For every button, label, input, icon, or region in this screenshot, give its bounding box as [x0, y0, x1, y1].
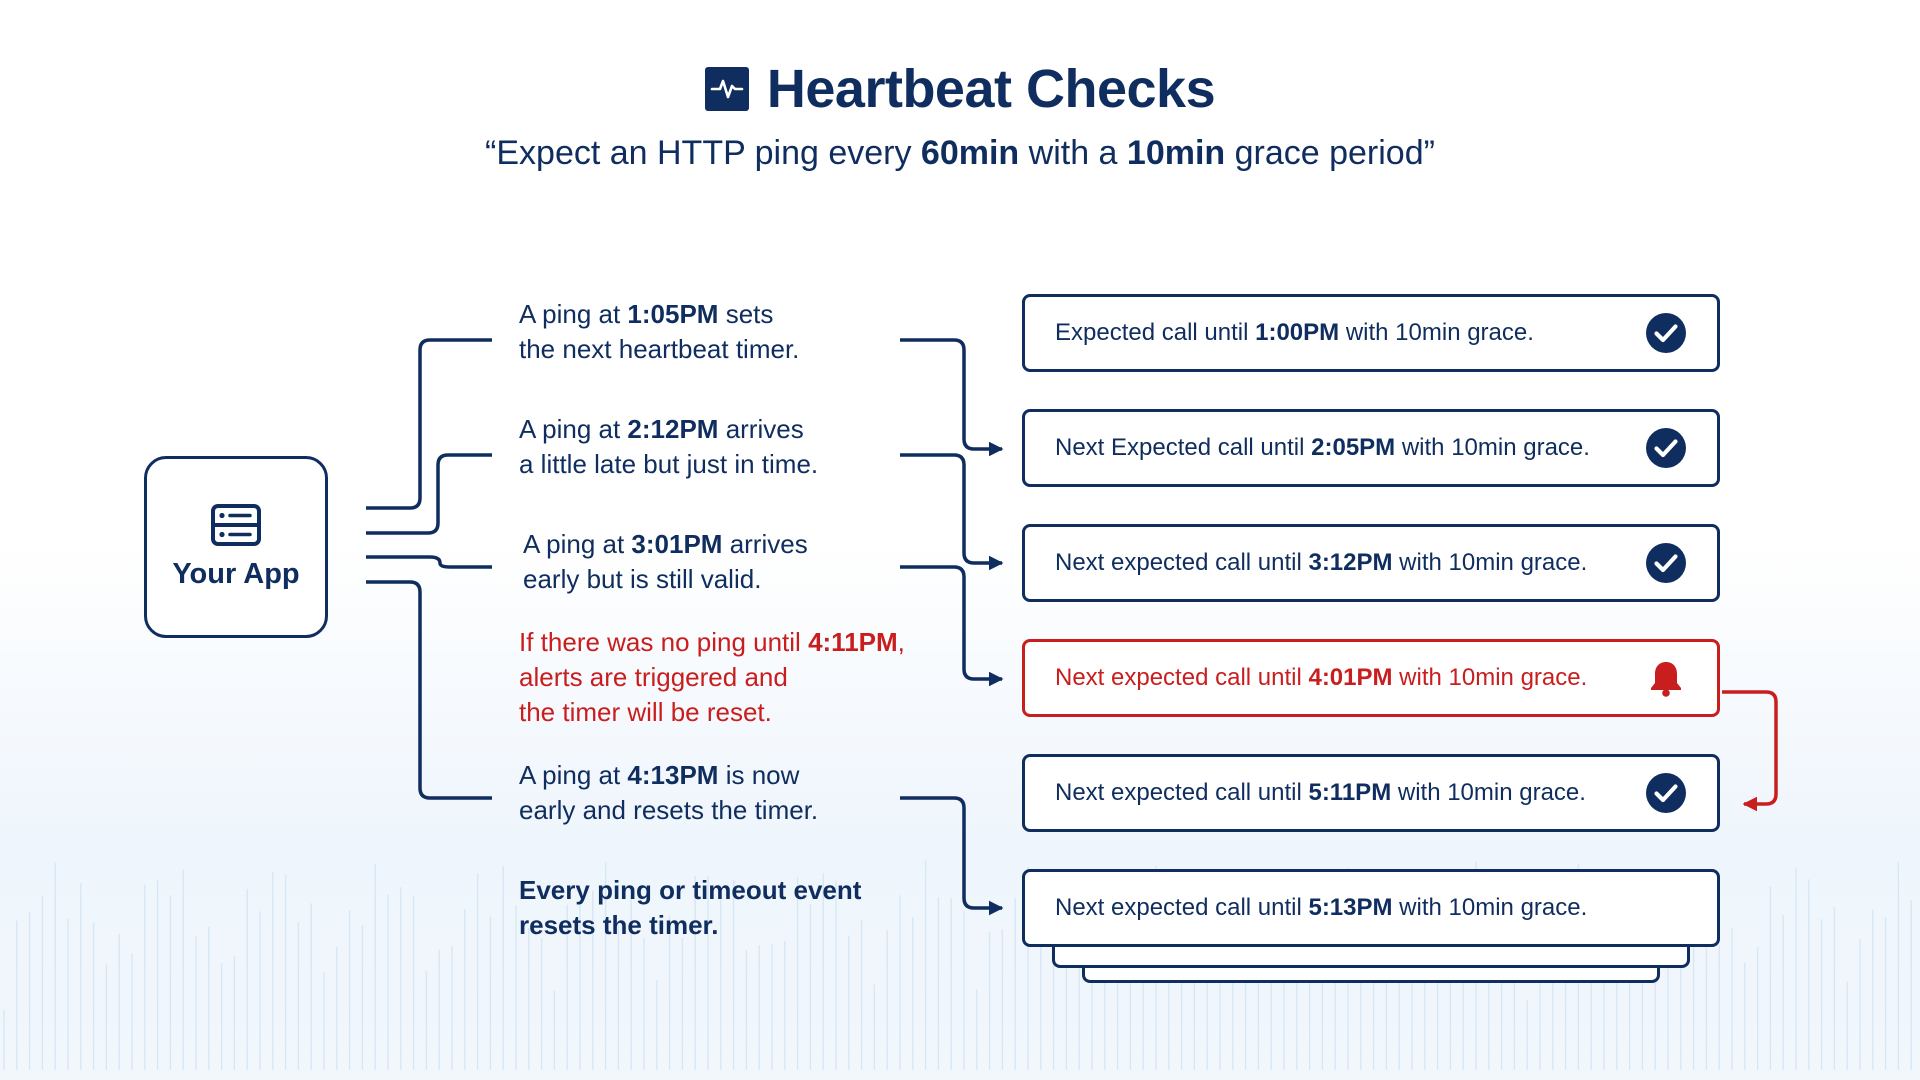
branch-line-1 — [366, 338, 492, 510]
summary-note: Every ping or timeout event resets the t… — [519, 875, 862, 940]
bell-icon — [1645, 657, 1687, 699]
timer-card-3: Next expected call until 3:12PM with 10m… — [1022, 524, 1720, 602]
check-circle-icon — [1645, 427, 1687, 469]
note-ping-3: A ping at 3:01PM arrives early but is st… — [523, 529, 808, 594]
arrow-3 — [900, 565, 1004, 687]
arrow-4 — [900, 796, 1004, 916]
note-ping-2: A ping at 2:12PM arrives a little late b… — [519, 414, 819, 479]
check-circle-icon — [1645, 312, 1687, 354]
arrow-2 — [900, 453, 1004, 571]
app-label: Your App — [172, 558, 300, 590]
check-circle-icon — [1645, 542, 1687, 584]
subtitle: “Expect an HTTP ping every 60min with a … — [485, 134, 1435, 172]
branch-line-4 — [366, 580, 492, 800]
alert-reset-arrow — [1722, 690, 1778, 812]
note-ping-4: A ping at 4:13PM is now early and resets… — [519, 760, 819, 825]
note-ping-1: A ping at 1:05PM sets the next heartbeat… — [519, 299, 800, 364]
branch-line-2 — [366, 453, 492, 535]
timer-card-4-alert: Next expected call until 4:01PM with 10m… — [1022, 639, 1720, 717]
your-app-box: Your App — [144, 456, 328, 638]
branch-line-3 — [366, 555, 492, 569]
server-icon — [210, 503, 262, 552]
heartbeat-pulse-icon — [704, 67, 749, 111]
header: Heartbeat Checks “Expect an HTTP ping ev… — [0, 58, 1920, 173]
page-title: Heartbeat Checks — [766, 59, 1216, 119]
timer-card-6: Next expected call until 5:13PM with 10m… — [1022, 869, 1720, 947]
arrow-1 — [900, 338, 1004, 457]
note-timeout-alert: If there was no ping until 4:11PM, alert… — [519, 627, 905, 727]
check-circle-icon — [1645, 772, 1687, 814]
timer-card-1: Expected call until 1:00PM with 10min gr… — [1022, 294, 1720, 372]
timer-card-2: Next Expected call until 2:05PM with 10m… — [1022, 409, 1720, 487]
timer-card-5: Next expected call until 5:11PM with 10m… — [1022, 754, 1720, 832]
